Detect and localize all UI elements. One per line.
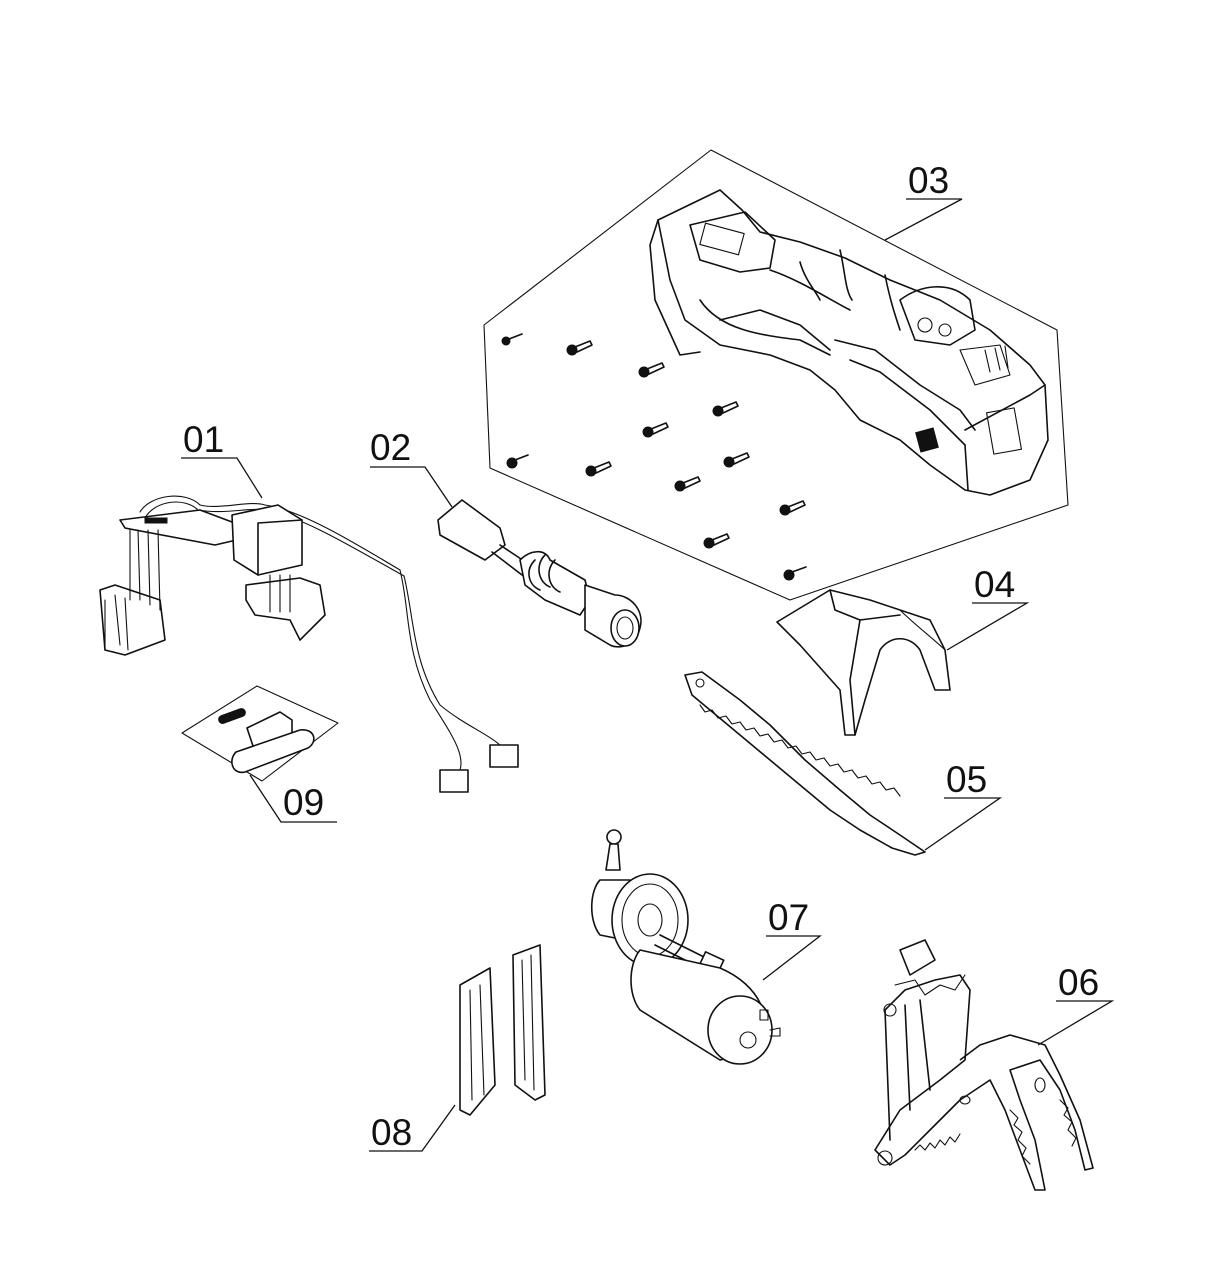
part-label-03: 03: [908, 160, 949, 201]
part-label-04: 04: [974, 564, 1015, 605]
screw: [566, 340, 593, 356]
part-label-01: 01: [183, 419, 224, 460]
part-label-09: 09: [283, 782, 324, 823]
screw: [703, 533, 730, 549]
connector: [489, 744, 519, 768]
part-04-front-guard: [776, 589, 951, 736]
screw: [712, 401, 739, 417]
part-03-housing-group: [483, 149, 1069, 601]
part-08-contact-plates: [459, 944, 546, 1116]
screw: [585, 461, 612, 477]
group-outline-03: [483, 149, 1069, 601]
callout-02: 02: [370, 427, 453, 508]
screw: [638, 362, 665, 378]
screw: [674, 476, 701, 492]
callout-09: 09: [249, 774, 337, 823]
screw: [783, 566, 807, 581]
part-label-05: 05: [946, 759, 987, 800]
callout-03: 03: [884, 160, 963, 241]
callout-07: 07: [762, 897, 822, 981]
callout-01: 01: [181, 419, 263, 499]
screw: [723, 452, 750, 468]
connector: [439, 769, 469, 793]
part-01-switch-harness: [99, 495, 519, 793]
part-label-06: 06: [1058, 962, 1099, 1003]
screw-set: [501, 333, 807, 581]
callout-06: 06: [1037, 962, 1115, 1046]
screw: [642, 422, 669, 438]
part-label-02: 02: [370, 427, 411, 468]
part-09-small-parts: [181, 685, 339, 782]
screw: [779, 500, 806, 516]
housing-shell: [657, 189, 1049, 496]
screw: [501, 333, 523, 346]
part-07-motor-gear: [590, 829, 781, 1065]
part-label-08: 08: [371, 1112, 412, 1153]
part-05-saw-blade: [684, 671, 926, 856]
part-label-07: 07: [768, 897, 809, 938]
callout-04: 04: [946, 564, 1030, 651]
part-06-clamp-jaw: [874, 939, 1094, 1191]
callout-05: 05: [924, 759, 1003, 851]
screw: [506, 454, 529, 469]
callout-08: 08: [369, 1104, 456, 1153]
part-02-drive-shaft: [437, 499, 642, 648]
